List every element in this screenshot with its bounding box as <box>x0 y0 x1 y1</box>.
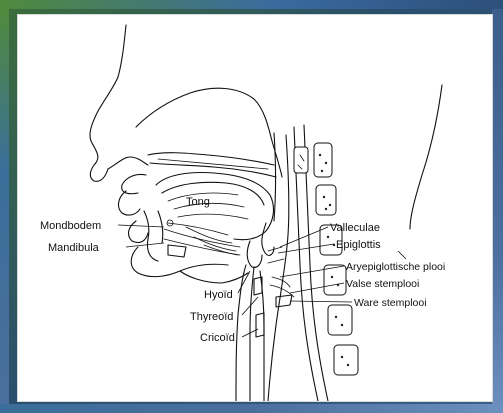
mandible-floor <box>144 211 240 261</box>
leader-mandibula <box>126 243 164 247</box>
label-aryepiglottische-plooi: Aryepiglottische plooi <box>346 261 445 273</box>
slide-border-top <box>0 0 503 9</box>
label-valse-stemplooi: Valse stemplooi <box>346 278 419 290</box>
slide-border-left <box>0 9 9 413</box>
label-epiglottis: Epiglottis <box>336 239 381 251</box>
nasal-cavity-palate <box>136 88 282 177</box>
sagittal-section-diagram: Tong <box>18 15 492 401</box>
anatomy-figure-panel: Tong <box>17 14 493 402</box>
label-cricoid: Cricoïd <box>200 332 235 344</box>
leader-epiglottis-tail <box>398 251 406 259</box>
labels-right: Valleculae Epiglottis Aryepiglottische p… <box>278 222 445 309</box>
neck-back-outline <box>410 85 442 229</box>
label-mondbodem: Mondbodem <box>40 220 101 232</box>
slide-border-bottom <box>0 404 503 413</box>
pharynx-larynx <box>236 133 294 401</box>
label-hyoid: Hyoïd <box>204 289 233 301</box>
label-ware-stemplooi: Ware stemplooi <box>354 297 427 309</box>
leader-ware-stemplooi <box>290 301 352 302</box>
label-valleculae: Valleculae <box>330 222 380 234</box>
label-tong: Tong <box>186 196 210 208</box>
label-mandibula: Mandibula <box>48 242 100 254</box>
slide-border-right <box>492 9 503 413</box>
label-thyreoid: Thyreoïd <box>190 311 233 323</box>
leader-mondbodem <box>118 225 164 227</box>
